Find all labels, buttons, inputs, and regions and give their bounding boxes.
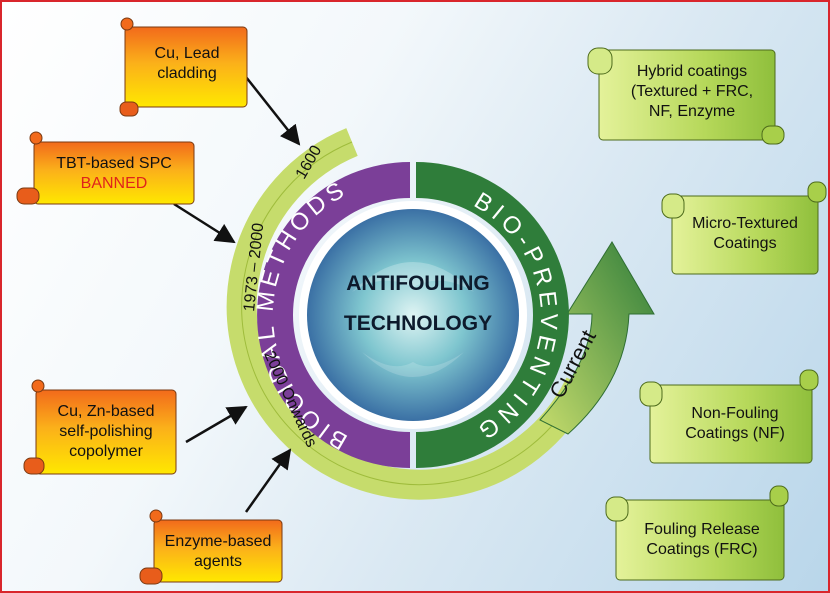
scroll-enzyme <box>139 509 283 585</box>
scroll-non-fouling <box>639 369 819 464</box>
cu-zn-text: Cu, Zn-based self-polishing copolymer <box>57 403 155 460</box>
arrow-enzyme <box>244 448 292 513</box>
scroll-cu-lead <box>119 17 248 117</box>
timeline-arc-edge <box>241 141 581 486</box>
enzyme-text: Enzyme-based agents <box>164 533 272 570</box>
non-fouling-text: Non-Fouling Coatings (NF) <box>685 405 785 442</box>
center-line-1: ANTIFOULING <box>346 272 490 295</box>
scroll-micro-textured <box>661 181 827 275</box>
biocidal-ring <box>257 162 410 468</box>
current-arrow <box>539 241 655 435</box>
center-line-2: TECHNOLOGY <box>343 312 493 335</box>
arrow-cu-zn <box>185 405 248 444</box>
center-title: ANTIFOULING TECHNOLOGY <box>320 264 516 344</box>
cu-lead-text: Cu, Lead cladding <box>154 45 220 82</box>
scroll-cu-zn <box>23 379 177 475</box>
arrow-cu-lead <box>241 71 301 146</box>
scroll-hybrid <box>587 47 785 145</box>
biopreventing-ring <box>416 162 569 468</box>
banned-label: BANNED <box>80 175 148 192</box>
micro-textured-text: Micro-Textured Coatings <box>692 215 798 252</box>
arrow-tbt <box>173 202 236 244</box>
scroll-tbt <box>16 131 195 205</box>
tbt-text: TBT-based SPC BANNED <box>38 154 190 194</box>
fouling-release-text: Fouling Release Coatings (FRC) <box>644 521 760 558</box>
globe <box>307 209 519 421</box>
hybrid-text: Hybrid coatings (Textured + FRC, NF, Enz… <box>630 63 754 120</box>
scroll-fouling-release <box>605 485 789 581</box>
